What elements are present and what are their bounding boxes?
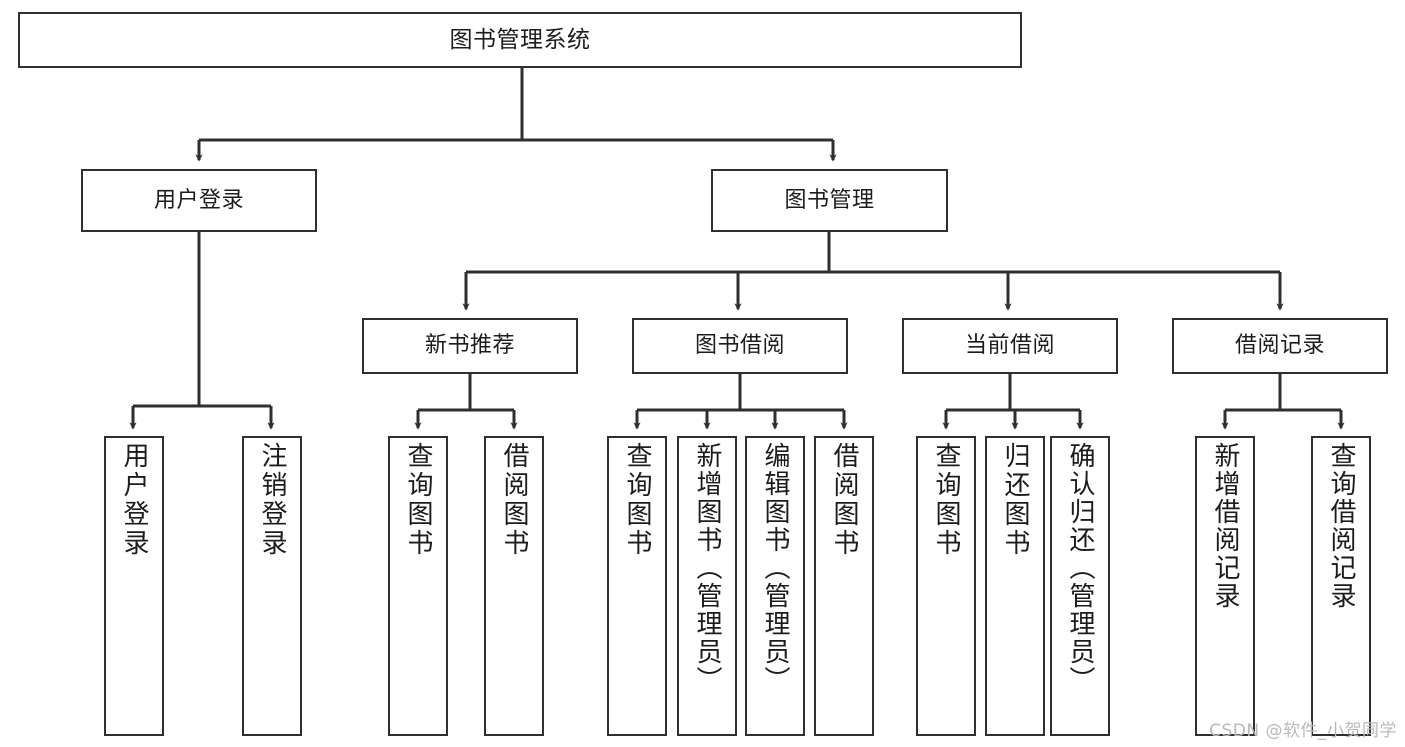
node-current-borrow[interactable]: 当前借阅 xyxy=(902,318,1118,374)
node-label: 借阅图书 xyxy=(499,442,529,558)
node-label: 图书管理系统 xyxy=(449,26,591,53)
leaf-newbook-borrow-book[interactable]: 借阅图书 xyxy=(484,436,544,736)
node-label: 查询图书 xyxy=(622,442,652,558)
leaf-borrow-borrow-book[interactable]: 借阅图书 xyxy=(814,436,874,736)
csdn-watermark: CSDN @软件_小贺同学 xyxy=(1209,721,1397,741)
node-borrow-record[interactable]: 借阅记录 xyxy=(1172,318,1388,374)
leaf-record-add-record[interactable]: 新增借阅记录 xyxy=(1195,436,1255,736)
node-label: 查询图书 xyxy=(403,442,433,558)
node-label: 借阅记录 xyxy=(1234,333,1325,359)
node-label: 图书管理 xyxy=(784,187,875,213)
node-label: 图书借阅 xyxy=(694,333,785,359)
node-label: 查询借阅记录 xyxy=(1326,442,1356,610)
leaf-current-return-book[interactable]: 归还图书 xyxy=(985,436,1045,736)
node-label: 用户登录 xyxy=(153,187,244,213)
node-root-system[interactable]: 图书管理系统 xyxy=(18,12,1022,68)
node-label: 编辑图书（管理员） xyxy=(760,442,790,694)
node-label: 用户登录 xyxy=(119,442,149,558)
leaf-current-confirm-return-admin[interactable]: 确认归还（管理员） xyxy=(1050,436,1110,736)
node-label: 借阅图书 xyxy=(829,442,859,558)
node-label: 新增借阅记录 xyxy=(1210,442,1240,610)
leaf-borrow-edit-book-admin[interactable]: 编辑图书（管理员） xyxy=(745,436,805,736)
node-label: 确认归还（管理员） xyxy=(1065,442,1095,694)
node-user-login[interactable]: 用户登录 xyxy=(81,169,317,232)
node-label: 新增图书（管理员） xyxy=(692,442,722,694)
node-label: 查询图书 xyxy=(931,442,961,558)
leaf-current-query-book[interactable]: 查询图书 xyxy=(916,436,976,736)
node-new-book-recommend[interactable]: 新书推荐 xyxy=(362,318,578,374)
node-book-borrow[interactable]: 图书借阅 xyxy=(632,318,848,374)
leaf-user-login[interactable]: 用户登录 xyxy=(104,436,164,736)
node-label: 新书推荐 xyxy=(424,333,515,359)
node-label: 归还图书 xyxy=(1000,442,1030,558)
node-book-management[interactable]: 图书管理 xyxy=(711,169,948,232)
leaf-borrow-query-book[interactable]: 查询图书 xyxy=(607,436,667,736)
node-label: 当前借阅 xyxy=(964,333,1055,359)
node-label: 注销登录 xyxy=(257,442,287,558)
leaf-record-query-record[interactable]: 查询借阅记录 xyxy=(1311,436,1371,736)
leaf-user-logout[interactable]: 注销登录 xyxy=(242,436,302,736)
leaf-borrow-add-book-admin[interactable]: 新增图书（管理员） xyxy=(677,436,737,736)
leaf-newbook-query-book[interactable]: 查询图书 xyxy=(388,436,448,736)
